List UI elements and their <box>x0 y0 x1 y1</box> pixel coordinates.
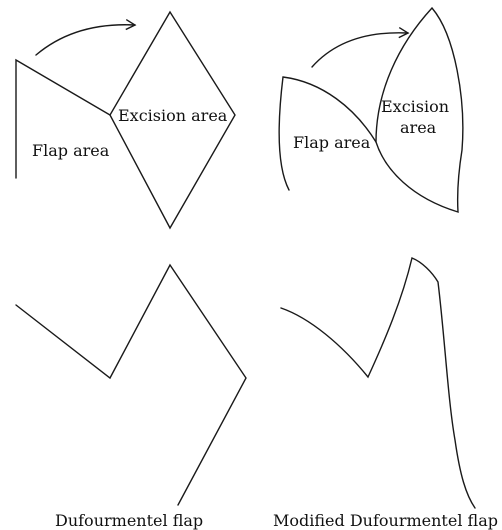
caption-dufourmentel: Dufourmentel flap <box>55 511 203 530</box>
top-right-excision-outline <box>375 6 464 213</box>
dufourmentel-incision-line <box>15 263 247 506</box>
modified-dufourmentel-incision-line <box>280 257 476 509</box>
caption-modified-dufourmentel: Modified Dufourmentel flap <box>273 511 498 530</box>
top-left-excision-rhombus <box>109 10 236 230</box>
top-right-flap-outline <box>278 76 377 191</box>
top-right-arrow <box>311 26 410 68</box>
flap-area-label-modified: Flap area <box>293 133 371 152</box>
excision-label-line1: Excision <box>381 97 449 116</box>
top-left-arrow <box>35 18 137 56</box>
excision-area-label: Excision area <box>118 106 228 125</box>
bottom-left-panel: Dufourmentel flap <box>15 263 247 530</box>
top-right-panel: Excision area Flap area <box>278 6 464 213</box>
top-left-flap-outline <box>15 58 111 179</box>
bottom-right-panel: Modified Dufourmentel flap <box>273 257 498 530</box>
excision-label-line2: area <box>400 118 437 137</box>
flap-area-label: Flap area <box>32 141 110 160</box>
top-left-panel: Excision area Flap area <box>15 10 236 230</box>
